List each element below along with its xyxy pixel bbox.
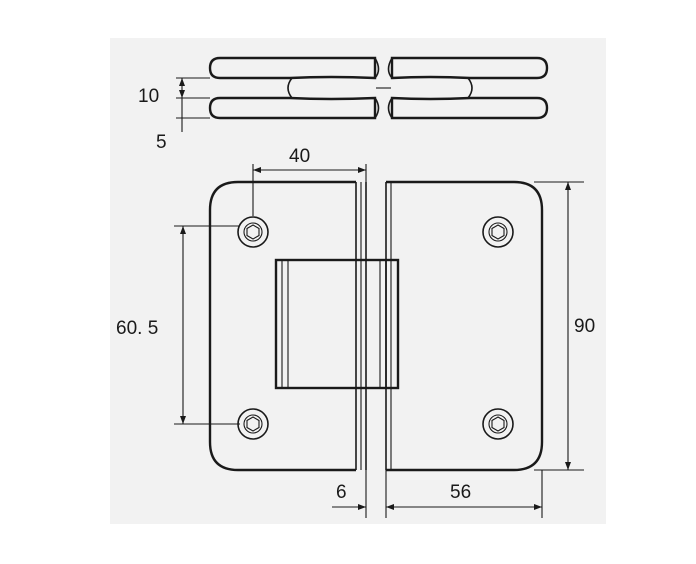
top-lower-right-plate <box>390 96 549 120</box>
top-upper-left-plate <box>208 56 377 80</box>
dim-605-arrow-top <box>180 226 186 234</box>
right-leaf-plate <box>386 180 544 472</box>
dim-5-label: 5 <box>156 132 167 153</box>
screw-hole-top-right <box>482 216 514 248</box>
dim-90-label: 90 <box>574 316 595 337</box>
screw-hole-top-left <box>237 216 269 248</box>
dim-56-arrow-left <box>386 504 394 510</box>
top-center-notch <box>374 57 393 119</box>
knuckle-block <box>274 258 400 390</box>
dim-605-arrow-bottom <box>180 416 186 424</box>
top-section-view: 10 5 <box>138 56 549 153</box>
dim-90-arrow-top <box>565 182 571 190</box>
dim-40-arrow-right <box>358 167 366 173</box>
dim-56-arrow-right <box>534 504 542 510</box>
dim-6-arrow <box>358 504 366 510</box>
top-knuckle-right-curve <box>467 77 473 99</box>
top-lower-left-plate <box>208 96 377 120</box>
top-knuckle-left-curve <box>287 77 293 99</box>
dim-56-label: 56 <box>450 482 471 503</box>
front-view: 40 60. 5 90 6 56 <box>116 146 595 518</box>
top-upper-right-plate <box>390 56 549 80</box>
dim-90-arrow-bottom <box>565 462 571 470</box>
dim-10-label: 10 <box>138 86 159 107</box>
dim-6-label: 6 <box>336 482 347 503</box>
screw-hole-bottom-right <box>482 408 514 440</box>
dim-605-label: 60. 5 <box>116 318 158 339</box>
dim-40-arrow-left <box>253 167 261 173</box>
dim-40-label: 40 <box>289 146 310 167</box>
paper-background <box>110 38 606 524</box>
left-leaf-plate <box>208 180 356 472</box>
dim-10-arrow-top <box>179 78 185 86</box>
dim-10-arrow-bottom <box>179 90 185 98</box>
